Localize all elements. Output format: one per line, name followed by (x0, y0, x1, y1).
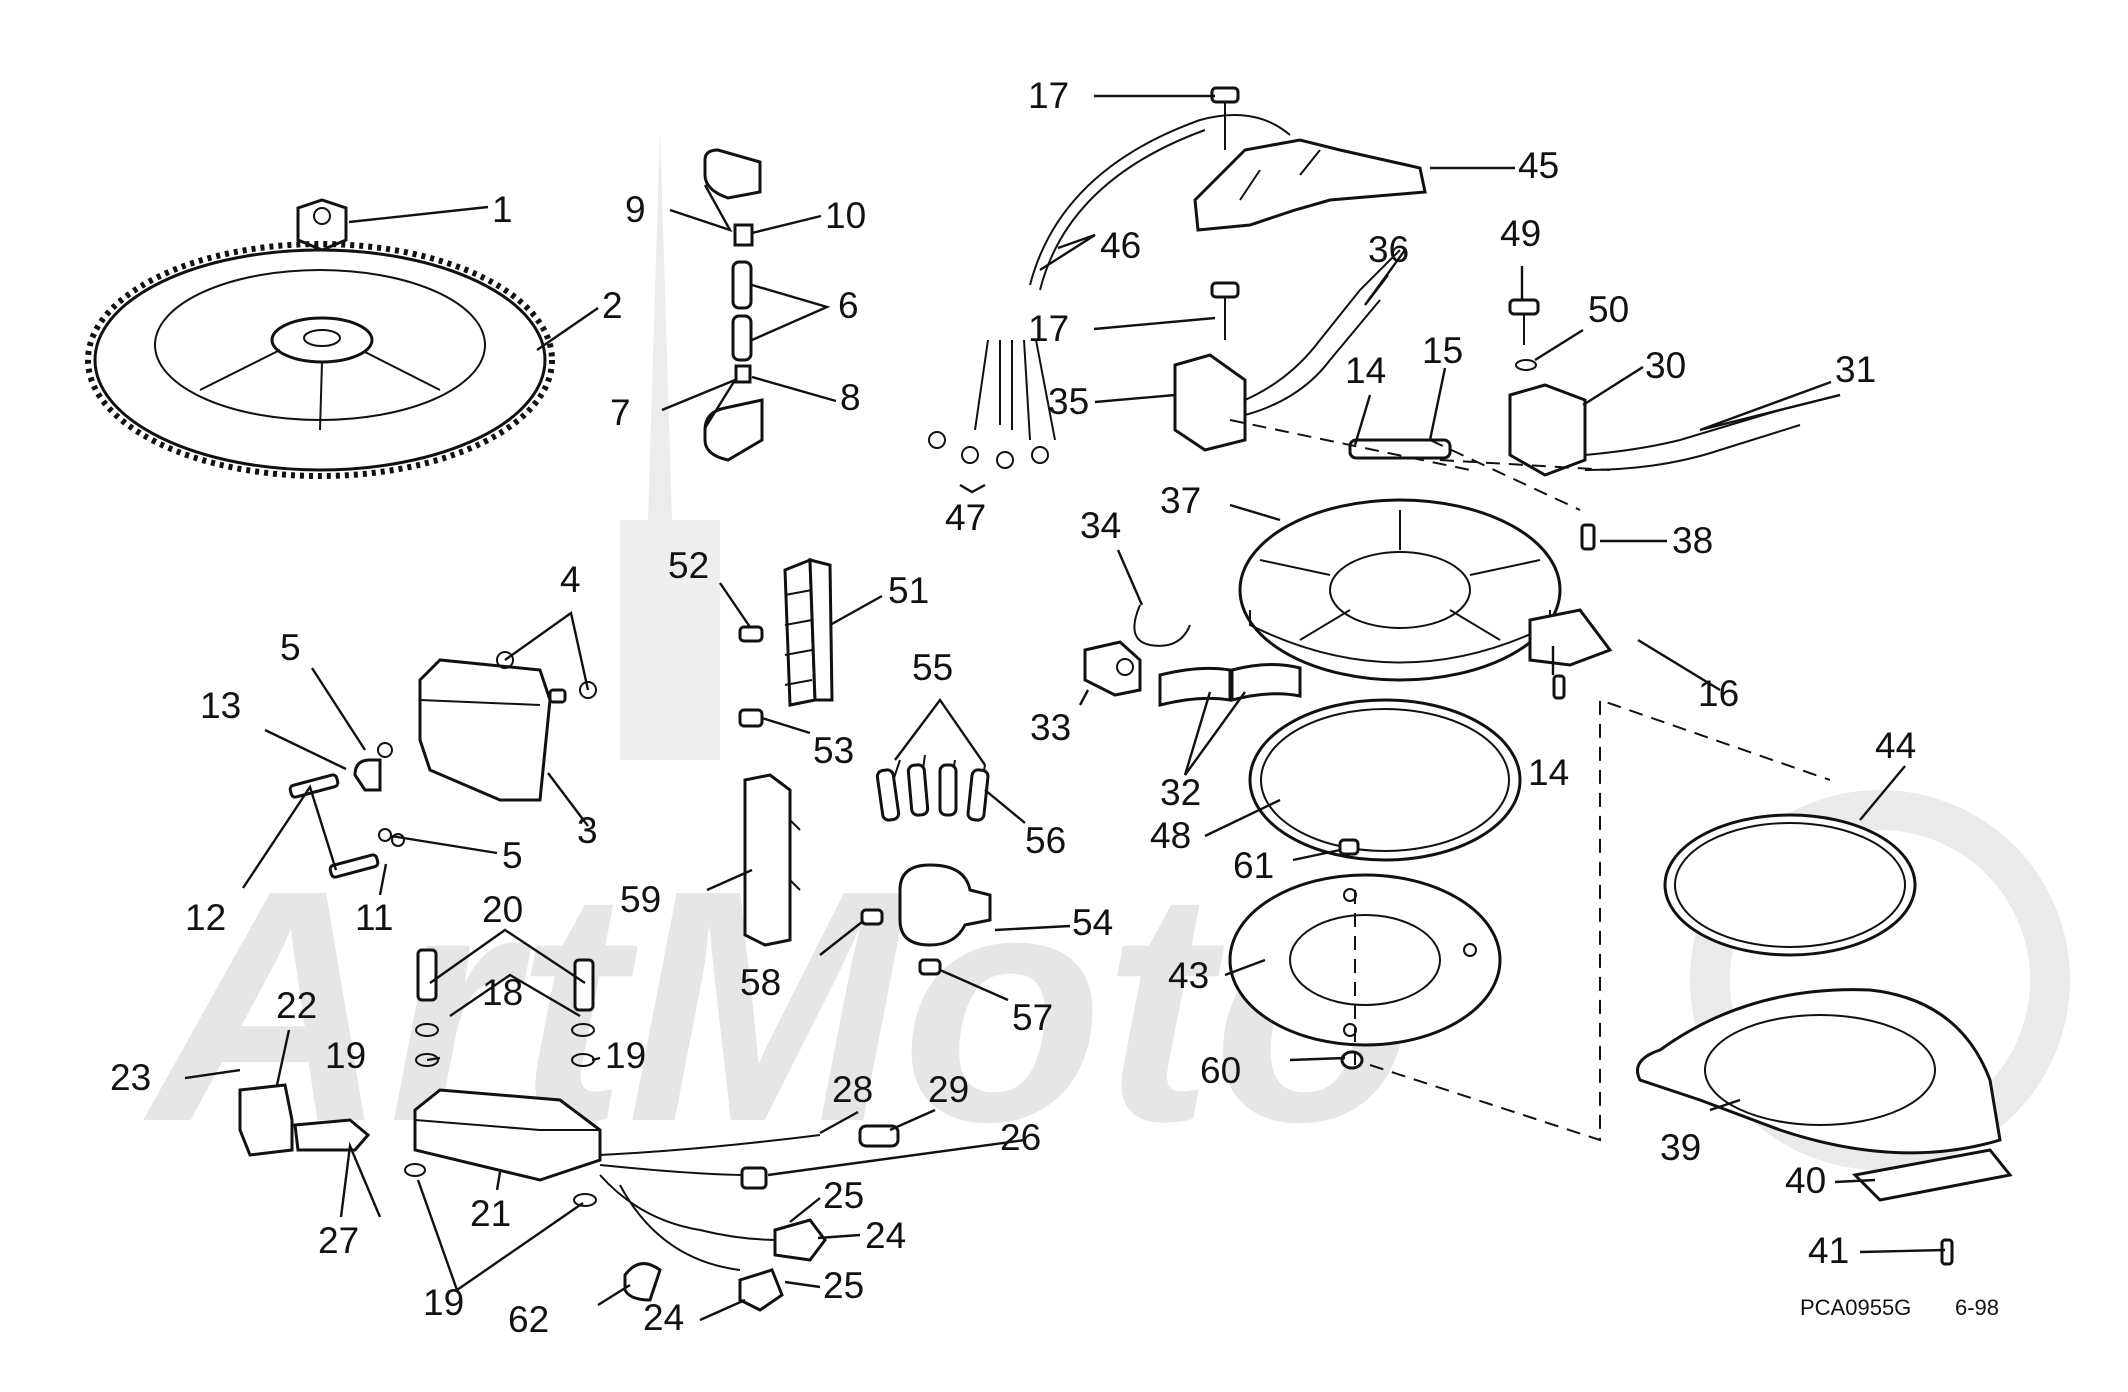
callout-50: 50 (1588, 289, 1629, 330)
screw-parts-17 (1210, 86, 1240, 340)
callout-8: 8 (840, 377, 861, 418)
flywheel-part (85, 241, 555, 479)
callout-38: 38 (1672, 520, 1713, 561)
callout-21: 21 (470, 1193, 511, 1234)
callout-22: 22 (276, 985, 317, 1026)
callout-16: 16 (1698, 673, 1739, 714)
callout-10: 10 (825, 195, 866, 236)
callout-13: 13 (200, 685, 241, 726)
callout-4: 4 (560, 559, 581, 600)
callout-46: 46 (1100, 225, 1141, 266)
spark-plug-lead-parts (703, 148, 764, 462)
callout-49: 49 (1500, 213, 1541, 254)
callout-30: 30 (1645, 345, 1686, 386)
callout-62: 62 (508, 1299, 549, 1340)
callout-59: 59 (620, 879, 661, 920)
seal-ring-48-part (1248, 698, 1522, 862)
callout-25b: 25 (823, 1265, 864, 1306)
callout-29: 29 (928, 1069, 969, 1110)
callout-43: 43 (1168, 955, 1209, 996)
callout-numbers: 1 2 3 4 5 5 6 7 8 9 10 11 12 13 14 14 15… (110, 75, 1916, 1340)
callout-19b: 19 (605, 1035, 646, 1076)
callout-58: 58 (740, 962, 781, 1003)
callout-7: 7 (610, 392, 631, 433)
bracket-59-part (743, 773, 801, 947)
callout-5b: 5 (502, 835, 523, 876)
callout-60: 60 (1200, 1050, 1241, 1091)
callout-55: 55 (912, 647, 953, 688)
callout-35: 35 (1048, 381, 1089, 422)
callout-5a: 5 (280, 627, 301, 668)
callout-19a: 19 (325, 1035, 366, 1076)
power-pack-harness-parts (599, 1124, 900, 1312)
callout-24b: 24 (643, 1297, 684, 1338)
callout-12: 12 (185, 897, 226, 938)
alignment-dash-lines (1229, 419, 1831, 1142)
callout-17a: 17 (1028, 75, 1069, 116)
callout-51: 51 (888, 570, 929, 611)
callout-54: 54 (1072, 902, 1113, 943)
power-pack-parts (238, 948, 602, 1207)
terminal-block-parts (738, 557, 834, 728)
leader-lines (184, 94, 1946, 1322)
callout-31: 31 (1835, 349, 1876, 390)
timer-base-parts (1636, 813, 2013, 1266)
callout-26: 26 (1000, 1117, 1041, 1158)
revision-date: 6-98 (1955, 1295, 1999, 1320)
spring-plug-sleeve-parts (1083, 604, 1302, 707)
screw-38-part (1580, 523, 1596, 551)
callout-14b: 14 (1528, 752, 1569, 793)
callout-18: 18 (482, 972, 523, 1013)
callout-36: 36 (1368, 229, 1409, 270)
terminal-assembly-parts (860, 754, 992, 976)
callout-48: 48 (1150, 815, 1191, 856)
callout-53: 53 (813, 730, 854, 771)
ignition-coil-parts (288, 651, 597, 879)
callout-41: 41 (1808, 1230, 1849, 1271)
callout-3: 3 (577, 810, 598, 851)
retainer-16-part (1528, 608, 1613, 700)
callout-39: 39 (1660, 1127, 1701, 1168)
charge-coil-parts (1173, 249, 1401, 452)
callout-23: 23 (110, 1057, 151, 1098)
callout-24a: 24 (865, 1215, 906, 1256)
callout-47: 47 (945, 497, 986, 538)
stator-plate-part (1238, 438, 1562, 682)
callout-27: 27 (318, 1220, 359, 1261)
callout-15: 15 (1422, 330, 1463, 371)
flywheel-nut-part (296, 198, 348, 252)
callout-1: 1 (492, 189, 513, 230)
callout-9: 9 (625, 189, 646, 230)
callout-14a: 14 (1345, 350, 1386, 391)
callout-37: 37 (1160, 480, 1201, 521)
screw-washer-49-50 (1508, 298, 1540, 371)
callout-25a: 25 (823, 1175, 864, 1216)
callout-6: 6 (838, 285, 859, 326)
callout-57: 57 (1012, 997, 1053, 1038)
callout-40: 40 (1785, 1160, 1826, 1201)
drawing-code: PCA0955G (1800, 1295, 1911, 1320)
callout-56: 56 (1025, 820, 1066, 861)
callout-2: 2 (602, 285, 623, 326)
retainer-plate-43-part (1228, 838, 1502, 1070)
callout-61: 61 (1233, 845, 1274, 886)
callout-33: 33 (1030, 707, 1071, 748)
callout-34: 34 (1080, 505, 1121, 546)
callout-11: 11 (355, 897, 393, 938)
callout-20: 20 (482, 889, 523, 930)
callout-52: 52 (668, 545, 709, 586)
callout-17b: 17 (1028, 308, 1069, 349)
callout-32: 32 (1160, 772, 1201, 813)
power-coil-parts (1508, 383, 1841, 477)
callout-19c: 19 (423, 1282, 464, 1323)
callout-28: 28 (832, 1069, 873, 1110)
callout-45: 45 (1518, 145, 1559, 186)
callout-44: 44 (1875, 725, 1916, 766)
